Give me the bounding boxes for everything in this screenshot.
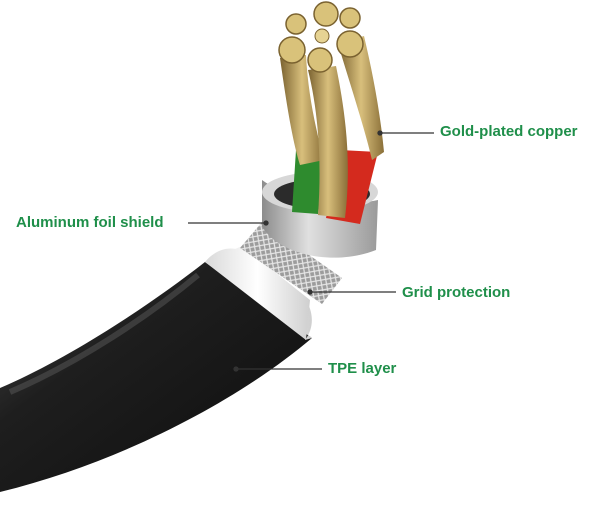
label-grid-protection: Grid protection (402, 284, 511, 301)
grid-mesh (240, 222, 342, 304)
leader-dot-foil (263, 220, 269, 226)
label-aluminum-foil-shield: Aluminum foil shield (16, 214, 164, 231)
copper-strand-3 (338, 36, 384, 160)
copper-strand-2 (308, 66, 348, 218)
copper-strand-1 (280, 55, 324, 165)
jacket-highlight (8, 272, 200, 395)
leader-dot-tpe (233, 366, 239, 372)
conductor-ends (278, 1, 364, 73)
label-gold-plated-copper: Gold-plated copper (440, 123, 578, 140)
white-band-body (205, 246, 310, 340)
tpe-jacket (0, 262, 312, 492)
leader-dot-gold (377, 130, 383, 136)
leader-dot-grid (307, 289, 313, 295)
label-tpe-layer: TPE layer (328, 360, 397, 377)
green-wire (292, 150, 324, 214)
